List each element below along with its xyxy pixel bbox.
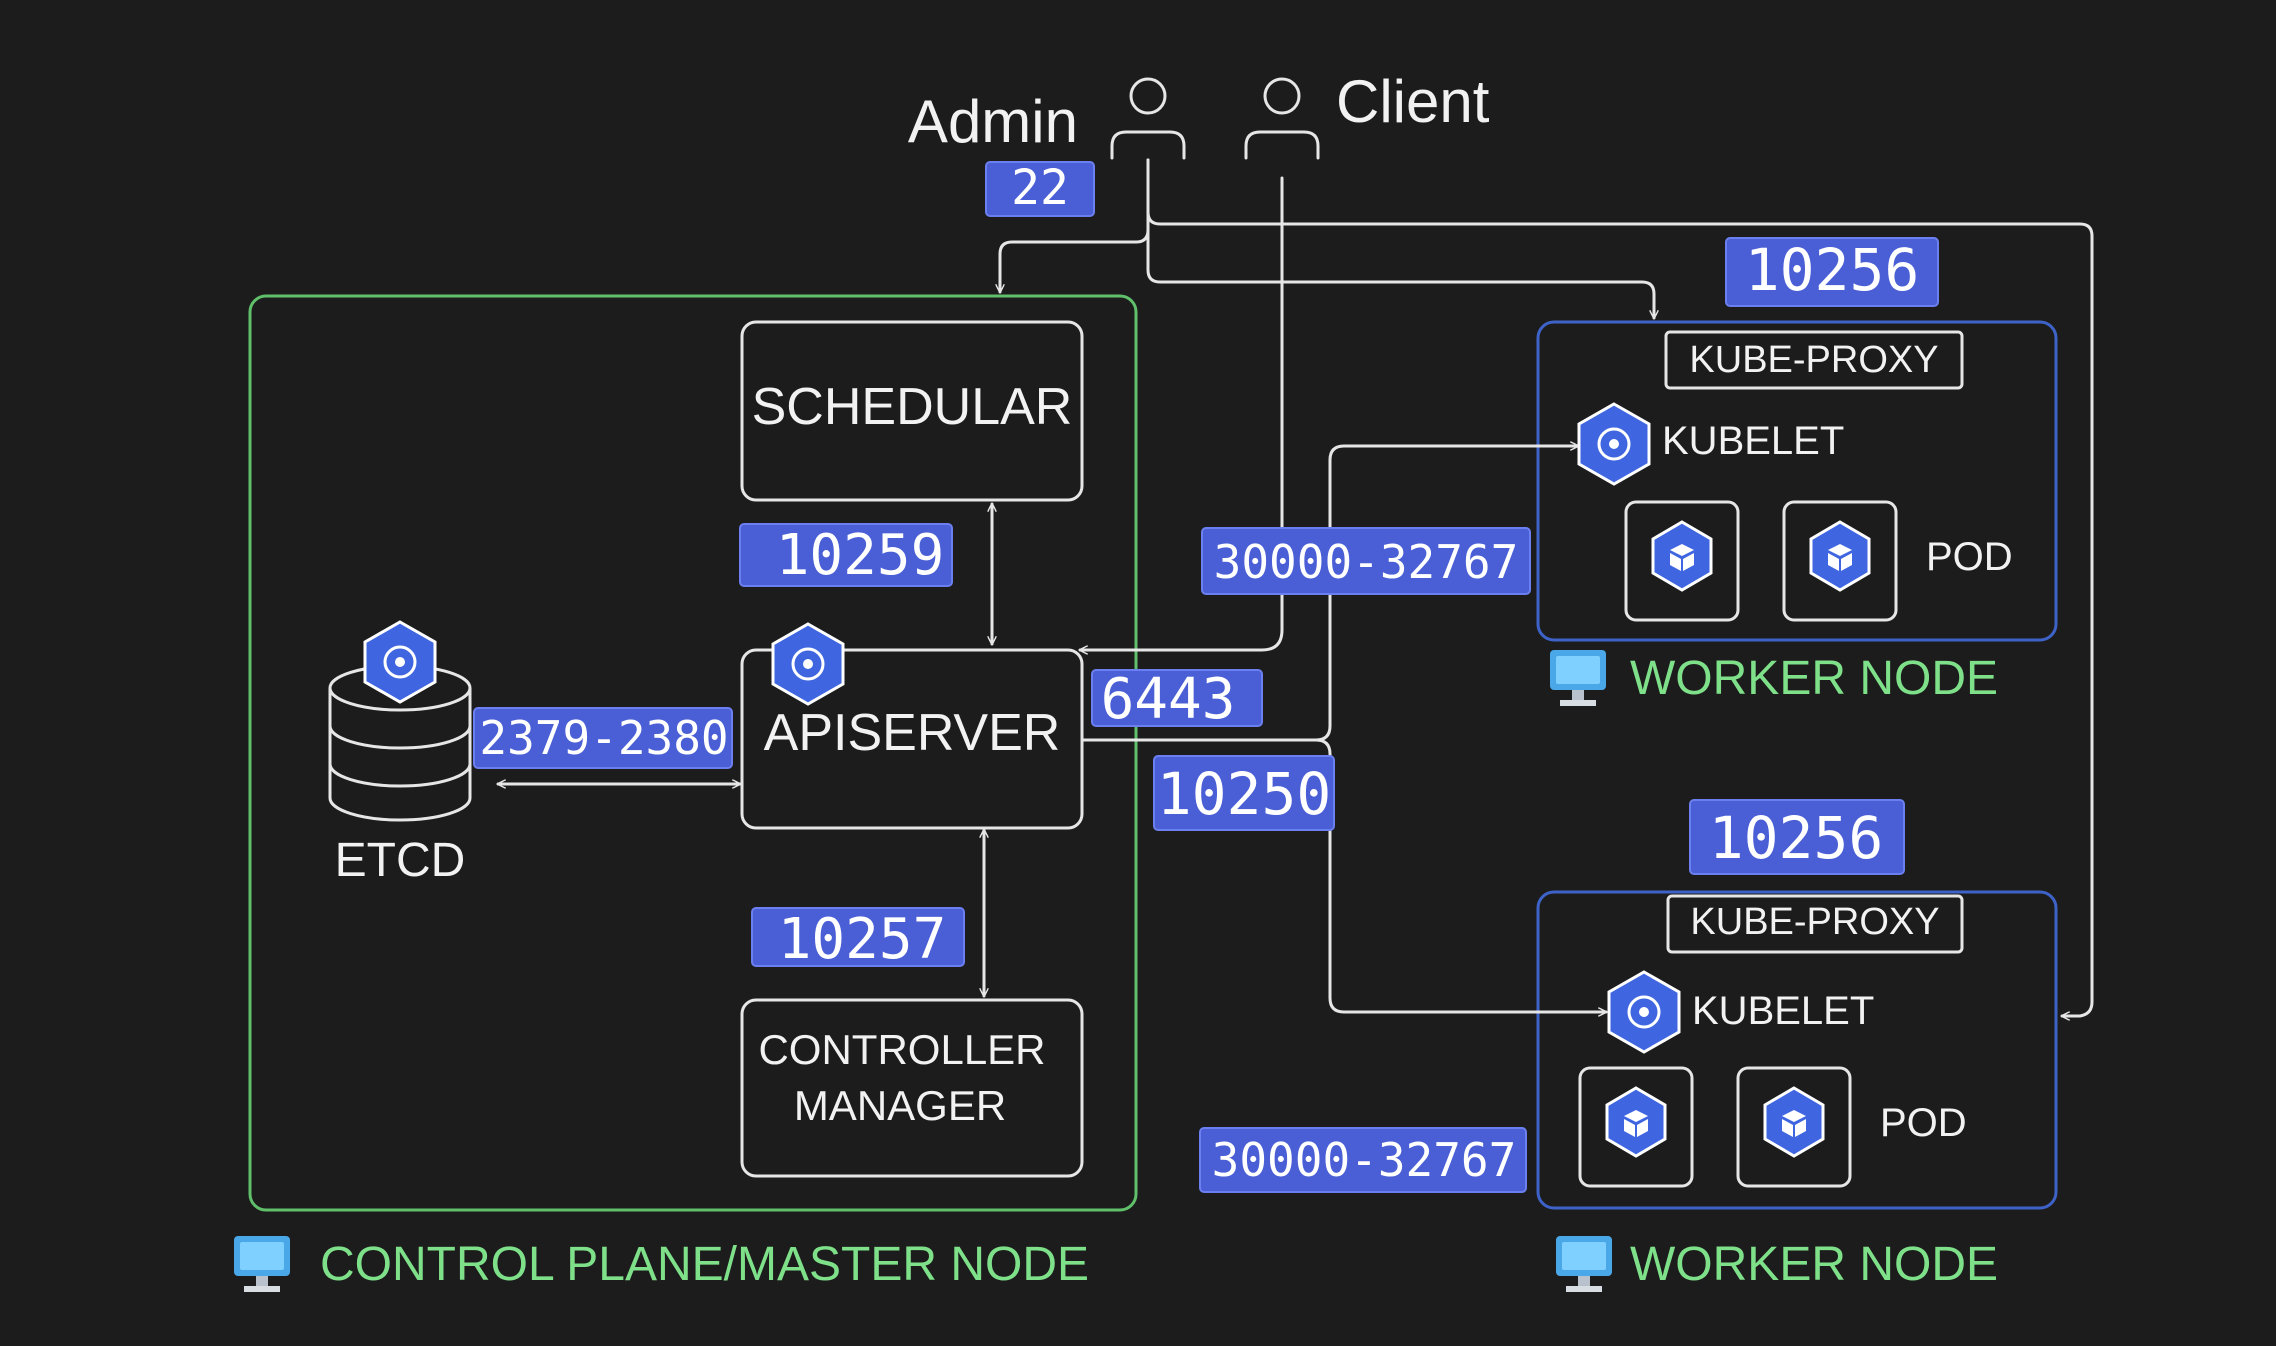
pod-bottom-1-icon [1605,1086,1667,1158]
control-plane-label: CONTROL PLANE/MASTER NODE [320,1238,1089,1291]
kubelet-bottom-label: KUBELET [1692,989,1874,1033]
pod-top-2-box [1782,500,1898,622]
controller-manager-label-line1: CONTROLLER [758,1026,1045,1073]
schedular-label: SCHEDULAR [752,378,1073,436]
pod-top-1-icon [1651,520,1713,592]
kubelet-bottom-k8s-icon [1607,970,1681,1054]
pod-bottom-2-box [1736,1066,1852,1188]
control-plane-boundary [248,294,1138,1212]
worker-bottom-label: WORKER NODE [1630,1238,1998,1291]
controller-manager-box [740,998,1084,1178]
port-nodeport-bottom-badge [1199,1127,1527,1193]
port-6443-badge [1091,669,1263,727]
worker-node-bottom-boundary [1536,890,2058,1210]
kubelet-top-k8s-icon [1577,402,1651,486]
admin-user-icon [1110,77,1186,160]
pod-top-label: POD [1926,535,2013,579]
port-10259-label: 10259 [776,523,945,588]
port-10256-bottom-badge [1689,799,1905,875]
worker-bottom-monitor-icon [1556,1236,1612,1292]
kubelet-top-label: KUBELET [1662,419,1844,463]
port-10256-top-label: 10256 [1745,236,1920,304]
schedular-box [740,320,1084,502]
port-10250-label: 10250 [1157,760,1332,828]
kube-proxy-top-box [1664,330,1964,390]
port-22-badge [985,161,1095,217]
port-nodeport-top-badge [1201,527,1531,595]
kube-proxy-bottom-box [1666,894,1964,954]
apiserver-label: APISERVER [764,704,1061,762]
pod-bottom-1-box [1578,1066,1694,1188]
worker-top-monitor-icon [1550,650,1606,706]
kube-proxy-bottom-label: KUBE-PROXY [1690,901,1939,943]
port-10256-bottom-label: 10256 [1709,804,1884,872]
client-label: Client [1336,68,1490,135]
pod-bottom-label: POD [1880,1101,1967,1145]
worker-top-label: WORKER NODE [1630,652,1998,705]
pod-top-1-box [1624,500,1740,622]
apiserver-box [740,648,1084,830]
port-10257-label: 10257 [778,907,947,972]
pod-bottom-2-icon [1763,1086,1825,1158]
etcd-k8s-icon [363,620,437,704]
port-10250-badge [1153,755,1335,831]
pod-top-2-icon [1809,520,1871,592]
controller-manager-label-line2: MANAGER [794,1082,1006,1129]
port-10259-badge [739,523,953,587]
worker-node-top-boundary [1536,320,2058,642]
etcd-label: ETCD [335,834,466,887]
port-10257-badge [751,907,965,967]
apiserver-k8s-icon [771,622,845,706]
control-plane-monitor-icon [234,1236,290,1292]
port-etcd-label: 2379-2380 [479,711,728,765]
port-nodeport-top-label: 30000-32767 [1214,535,1519,589]
port-10256-top-badge [1725,237,1939,307]
port-6443-label: 6443 [1101,667,1236,732]
port-22-label: 22 [1011,160,1069,216]
port-nodeport-bottom-label: 30000-32767 [1212,1133,1517,1187]
admin-label: Admin [908,88,1078,155]
client-user-icon [1244,77,1320,160]
port-etcd-badge [473,707,733,769]
kube-proxy-top-label: KUBE-PROXY [1689,339,1938,381]
